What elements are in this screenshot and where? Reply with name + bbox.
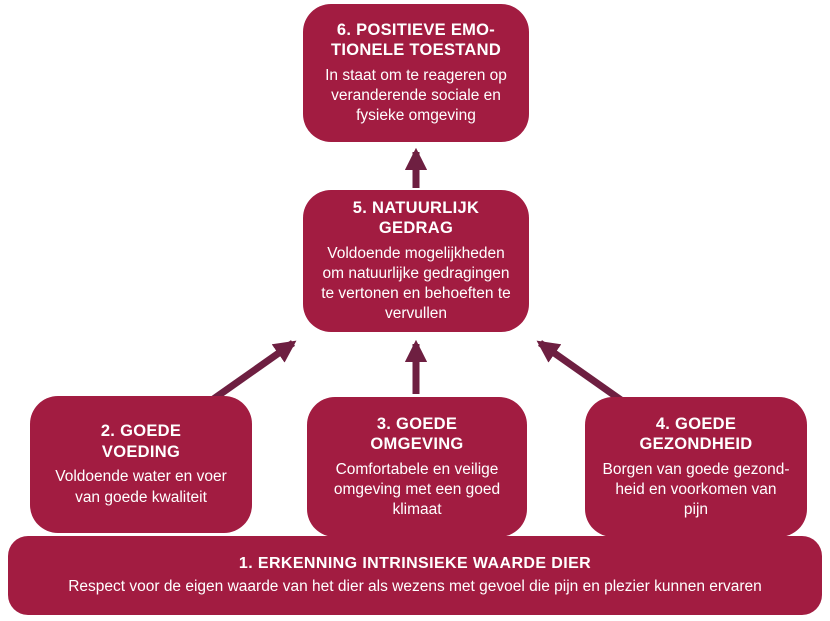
- box-title: 2. GOEDE VOEDING: [100, 422, 182, 461]
- box-body: Voldoende mogelijkheden om natuurlijke g…: [321, 244, 511, 323]
- box-body: Comfortabele en veilige omgeving met een…: [333, 460, 501, 519]
- box-erkenning-intrinsieke-waarde: 1. ERKENNING INTRINSIEKE WAARDE DIER Res…: [8, 536, 822, 615]
- box-title: 1. ERKENNING INTRINSIEKE WAARDE DIER: [238, 554, 592, 572]
- box-body: Respect voor de eigen waarde van het die…: [68, 577, 762, 595]
- box-goede-voeding: 2. GOEDE VOEDING Voldoende water en voer…: [30, 396, 252, 533]
- box-title: 4. GOEDE GEZONDHEID: [639, 414, 753, 454]
- box-body: Borgen van goede gezond- heid en voorkom…: [602, 460, 790, 519]
- box-goede-gezondheid: 4. GOEDE GEZONDHEID Borgen van goede gez…: [585, 397, 807, 537]
- box-title: 3. GOEDE OMGEVING: [370, 414, 464, 454]
- arrow-4-to-5: [536, 340, 624, 403]
- box-title: 5. NATUURLIJK GEDRAG: [352, 198, 480, 238]
- box-natuurlijk-gedrag: 5. NATUURLIJK GEDRAG Voldoende mogelijkh…: [303, 190, 529, 332]
- box-body: In staat om te reageren op veranderende …: [325, 66, 507, 125]
- box-title: 6. POSITIEVE EMO- TIONELE TOESTAND: [330, 20, 502, 60]
- box-body: Voldoende water en voer van goede kwalit…: [55, 468, 227, 506]
- box-positieve-emotionele-toestand: 6. POSITIEVE EMO- TIONELE TOESTAND In st…: [303, 4, 529, 142]
- arrow-2-to-5: [209, 340, 297, 403]
- box-goede-omgeving: 3. GOEDE OMGEVING Comfortabele en veilig…: [307, 397, 527, 537]
